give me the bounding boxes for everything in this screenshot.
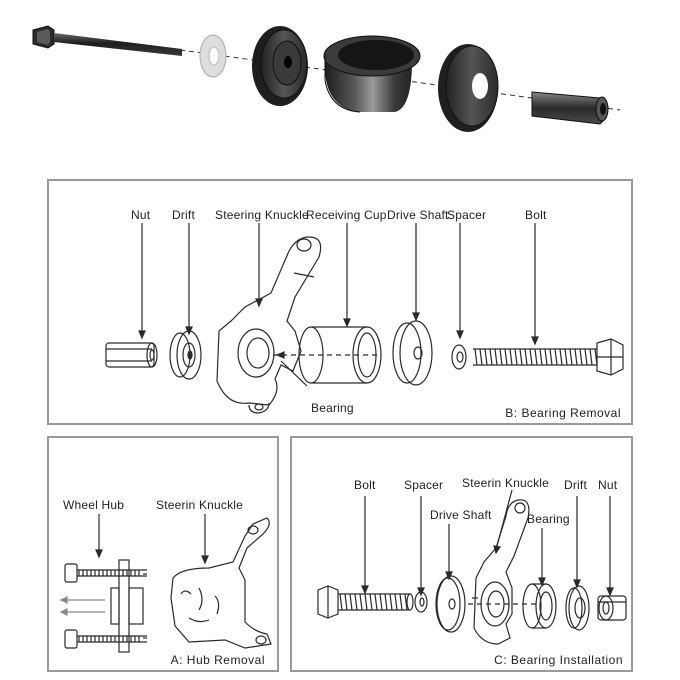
spacer-part-c bbox=[414, 591, 428, 613]
hub-removal-panel: Wheel Hub Steerin Knuckle A: Hub Removal bbox=[47, 436, 279, 672]
steerin-knuckle-part bbox=[170, 517, 272, 649]
label-drift-c: Drift bbox=[564, 478, 587, 492]
spacer-part bbox=[451, 344, 467, 370]
label-steerin-knuckle-c: Steerin Knuckle bbox=[462, 476, 550, 490]
photo-bolt bbox=[32, 25, 182, 56]
bolt-part bbox=[473, 338, 624, 376]
photo-drift bbox=[252, 26, 308, 106]
label-nut: Nut bbox=[131, 208, 151, 222]
caption-bearing-installation: C: Bearing Installation bbox=[494, 653, 623, 667]
steerin-knuckle-part-c bbox=[472, 499, 530, 645]
label-bolt: Bolt bbox=[525, 208, 547, 222]
label-drive-shaft: Drive Shaft bbox=[387, 208, 449, 222]
label-nut-c: Nut bbox=[598, 478, 618, 492]
drift-part-c bbox=[565, 585, 590, 631]
hub-removal-diagram bbox=[59, 514, 272, 653]
label-drift: Drift bbox=[172, 208, 195, 222]
photo-spacer-disc bbox=[438, 44, 499, 132]
bearing-removal-diagram bbox=[105, 223, 624, 414]
steering-knuckle-part bbox=[216, 236, 322, 414]
label-receiving-cup: Receiving Cup bbox=[306, 208, 387, 222]
label-spacer-c: Spacer bbox=[404, 478, 444, 492]
label-bearing: Bearing bbox=[311, 401, 354, 415]
label-bearing-c: Bearing bbox=[527, 512, 570, 526]
label-steering-knuckle: Steering Knuckle bbox=[215, 208, 309, 222]
bolt-part-c bbox=[317, 585, 414, 619]
label-drive-shaft-c: Drive Shaft bbox=[430, 508, 492, 522]
bearing-removal-panel: Nut Drift Steering Knuckle Receiving Cup… bbox=[47, 179, 633, 425]
caption-hub-removal: A: Hub Removal bbox=[170, 653, 265, 667]
nut-part bbox=[105, 342, 158, 368]
photo-washer bbox=[199, 34, 227, 78]
drive-shaft-part bbox=[392, 320, 433, 386]
label-steerin-knuckle-a: Steerin Knuckle bbox=[156, 498, 244, 512]
label-spacer: Spacer bbox=[447, 208, 487, 222]
nut-part-c bbox=[597, 595, 627, 621]
bearing-installation-panel: Bolt Spacer Steerin Knuckle Drive Shaft … bbox=[290, 436, 633, 672]
leader-arrows bbox=[138, 223, 539, 346]
photo-hex-nut bbox=[531, 91, 609, 125]
photo-receiving-cup bbox=[323, 35, 421, 113]
label-wheel-hub: Wheel Hub bbox=[63, 498, 125, 512]
drive-shaft-part-c bbox=[435, 575, 466, 633]
drift-part bbox=[169, 330, 202, 380]
bearing-installation-diagram bbox=[317, 489, 627, 645]
receiving-cup-part bbox=[298, 326, 382, 384]
caption-bearing-removal: B: Bearing Removal bbox=[505, 406, 621, 420]
wheel-hub-part bbox=[64, 559, 147, 653]
tool-kit-photo bbox=[32, 25, 621, 132]
bearing-part-c bbox=[522, 583, 557, 629]
label-bolt-c: Bolt bbox=[354, 478, 376, 492]
direction-arrows bbox=[59, 596, 105, 616]
